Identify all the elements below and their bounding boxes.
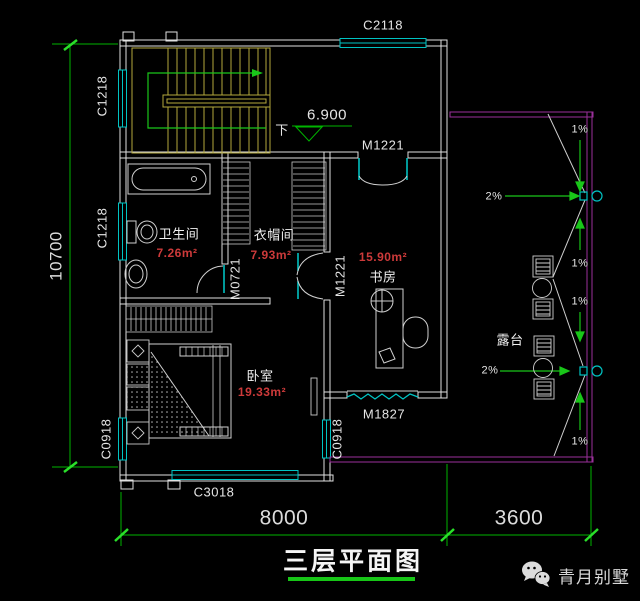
terrace-drainage-lines [547, 113, 586, 457]
door-label-m0721: M0721 [227, 257, 243, 301]
door-m0721 [196, 265, 225, 294]
door-m1221-left [296, 252, 324, 300]
closet-left [221, 161, 251, 245]
slope-label-6: 2% [481, 364, 499, 377]
room-name-bedroom: 卧室 [246, 368, 274, 384]
level-marker [292, 125, 352, 142]
terrace-border [329, 111, 594, 463]
toilet [126, 220, 158, 244]
window-c1218-mid [118, 202, 127, 261]
room-area-study: 15.90m² [358, 250, 408, 264]
window-label-c3018: C3018 [193, 484, 235, 500]
terrace-drains [579, 190, 603, 377]
window-symbols [118, 38, 427, 480]
window-label-c2118: C2118 [363, 17, 403, 33]
room-name-study: 书房 [369, 269, 397, 285]
door-m1221-top [358, 158, 408, 186]
window-label-c0918-left: C0918 [98, 418, 114, 460]
stair-direction-arrow [147, 69, 266, 129]
door-label-m1827: M1827 [362, 406, 406, 422]
closet-right [291, 161, 327, 251]
slope-label-2: 1% [571, 257, 589, 270]
window-c3018 [171, 470, 299, 480]
walls [119, 31, 448, 490]
bed [148, 343, 232, 439]
window-c1218-top [118, 69, 127, 128]
slope-label-4: 1% [571, 435, 589, 448]
wardrobe [125, 305, 213, 333]
room-name-terrace: 露台 [496, 332, 524, 348]
level-value: 6.900 [306, 106, 348, 124]
sink [124, 259, 148, 289]
room-name-cloakroom: 衣帽间 [253, 227, 295, 243]
dimension-ticks [63, 39, 599, 542]
window-c2118 [339, 38, 427, 48]
room-area-cloakroom: 7.93m² [250, 248, 292, 262]
door-label-m1221-left: M1221 [332, 254, 348, 298]
slope-label-5: 2% [485, 190, 503, 203]
window-label-c1218-mid: C1218 [94, 207, 110, 249]
dimension-height-total: 10700 [46, 231, 66, 281]
bathtub [127, 163, 211, 195]
bedroom-slide-leaf [310, 377, 318, 416]
door-m1827-sliding [346, 390, 419, 400]
slope-label-3: 1% [571, 295, 589, 308]
nightstands [126, 339, 150, 445]
wechat-icon [520, 560, 552, 593]
room-area-bedroom: 19.33m² [237, 385, 287, 399]
window-c0918-right [322, 419, 331, 459]
room-name-bathroom: 卫生间 [158, 226, 200, 242]
slope-arrows [500, 140, 585, 430]
window-label-c0918-right: C0918 [329, 418, 345, 460]
window-c0918-left [118, 417, 127, 461]
desk-and-chair [370, 288, 429, 369]
dimension-width-terrace: 3600 [494, 506, 544, 530]
page-title: 三层平面图 [282, 547, 424, 576]
title-underline [288, 577, 415, 581]
room-area-bathroom: 7.26m² [156, 246, 198, 260]
slope-label-1: 1% [571, 123, 589, 136]
terrace-furniture [532, 255, 555, 400]
dimension-width-main: 8000 [259, 506, 309, 530]
door-label-m1221-top: M1221 [361, 137, 405, 153]
watermark-text: 青月别墅 [558, 568, 630, 587]
staircase [131, 47, 271, 154]
window-label-c1218-top: C1218 [94, 75, 110, 117]
stair-down-label: 下 [275, 122, 289, 138]
